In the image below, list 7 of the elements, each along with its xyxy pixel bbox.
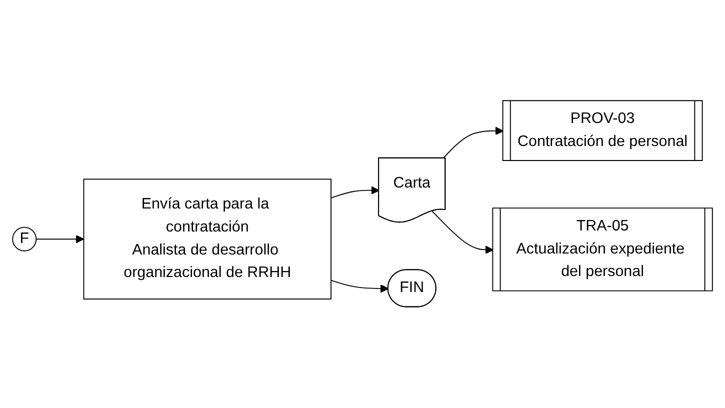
arrow: [330, 280, 389, 294]
arrow: [442, 127, 504, 160]
arrow: [330, 186, 380, 199]
node-box: Envía carta para la contratación Analista de desarrollo organizacional de RRHH: [83, 179, 332, 300]
node-circle: F: [12, 227, 37, 252]
arrow: [36, 235, 84, 244]
arrow: [432, 211, 494, 254]
